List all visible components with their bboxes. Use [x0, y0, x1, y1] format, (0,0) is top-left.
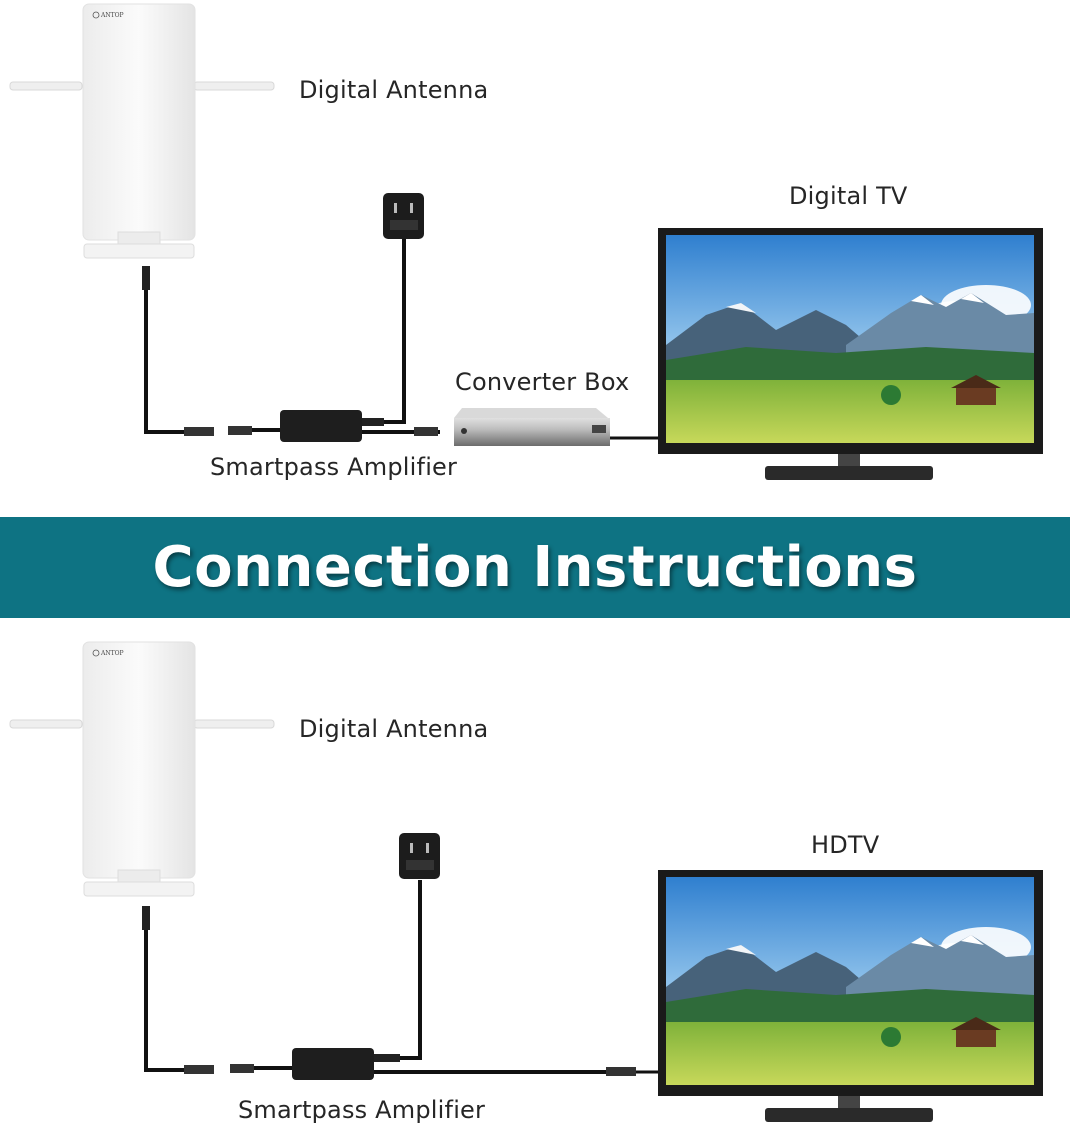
power-adapter-icon: [383, 193, 424, 239]
cable-connector-icon: [142, 906, 150, 930]
top-diagram-drawing: ANTOP: [9, 3, 1043, 480]
antenna-label: Digital Antenna: [299, 76, 489, 104]
top-diagram: ANTOP: [0, 0, 1070, 517]
power-cable: [384, 238, 406, 424]
cable-connector-icon: [142, 266, 150, 290]
cable-connector-icon: [184, 1065, 214, 1074]
smartpass-amplifier-icon: [252, 410, 440, 442]
hdtv-icon: [658, 870, 1043, 1122]
tv-label: Digital TV: [789, 182, 908, 210]
antenna-brand: ANTOP: [100, 12, 124, 19]
tv-label: HDTV: [811, 831, 880, 859]
banner-title: Connection Instructions: [152, 535, 918, 600]
bottom-diagram-drawing: ANTOP: [9, 641, 1043, 1122]
antenna-label: Digital Antenna: [299, 715, 489, 743]
amplifier-label: Smartpass Amplifier: [238, 1096, 486, 1124]
digital-antenna-icon: [9, 3, 275, 259]
amplifier-label: Smartpass Amplifier: [210, 453, 458, 481]
cable-connector-icon: [184, 427, 214, 436]
bottom-diagram: ANTOP Di: [0, 618, 1070, 1127]
smartpass-amplifier-icon: [254, 1048, 636, 1080]
converter-box-icon: [454, 408, 610, 446]
converter-label: Converter Box: [455, 368, 630, 396]
coax-cable: [144, 908, 214, 1072]
coax-cable: [144, 268, 214, 434]
power-cable: [400, 880, 422, 1060]
title-banner: Connection Instructions: [0, 517, 1070, 618]
antenna-brand: ANTOP: [100, 650, 124, 657]
digital-tv-icon: [658, 228, 1043, 480]
digital-antenna-icon: [9, 641, 275, 897]
power-adapter-icon: [399, 833, 440, 879]
